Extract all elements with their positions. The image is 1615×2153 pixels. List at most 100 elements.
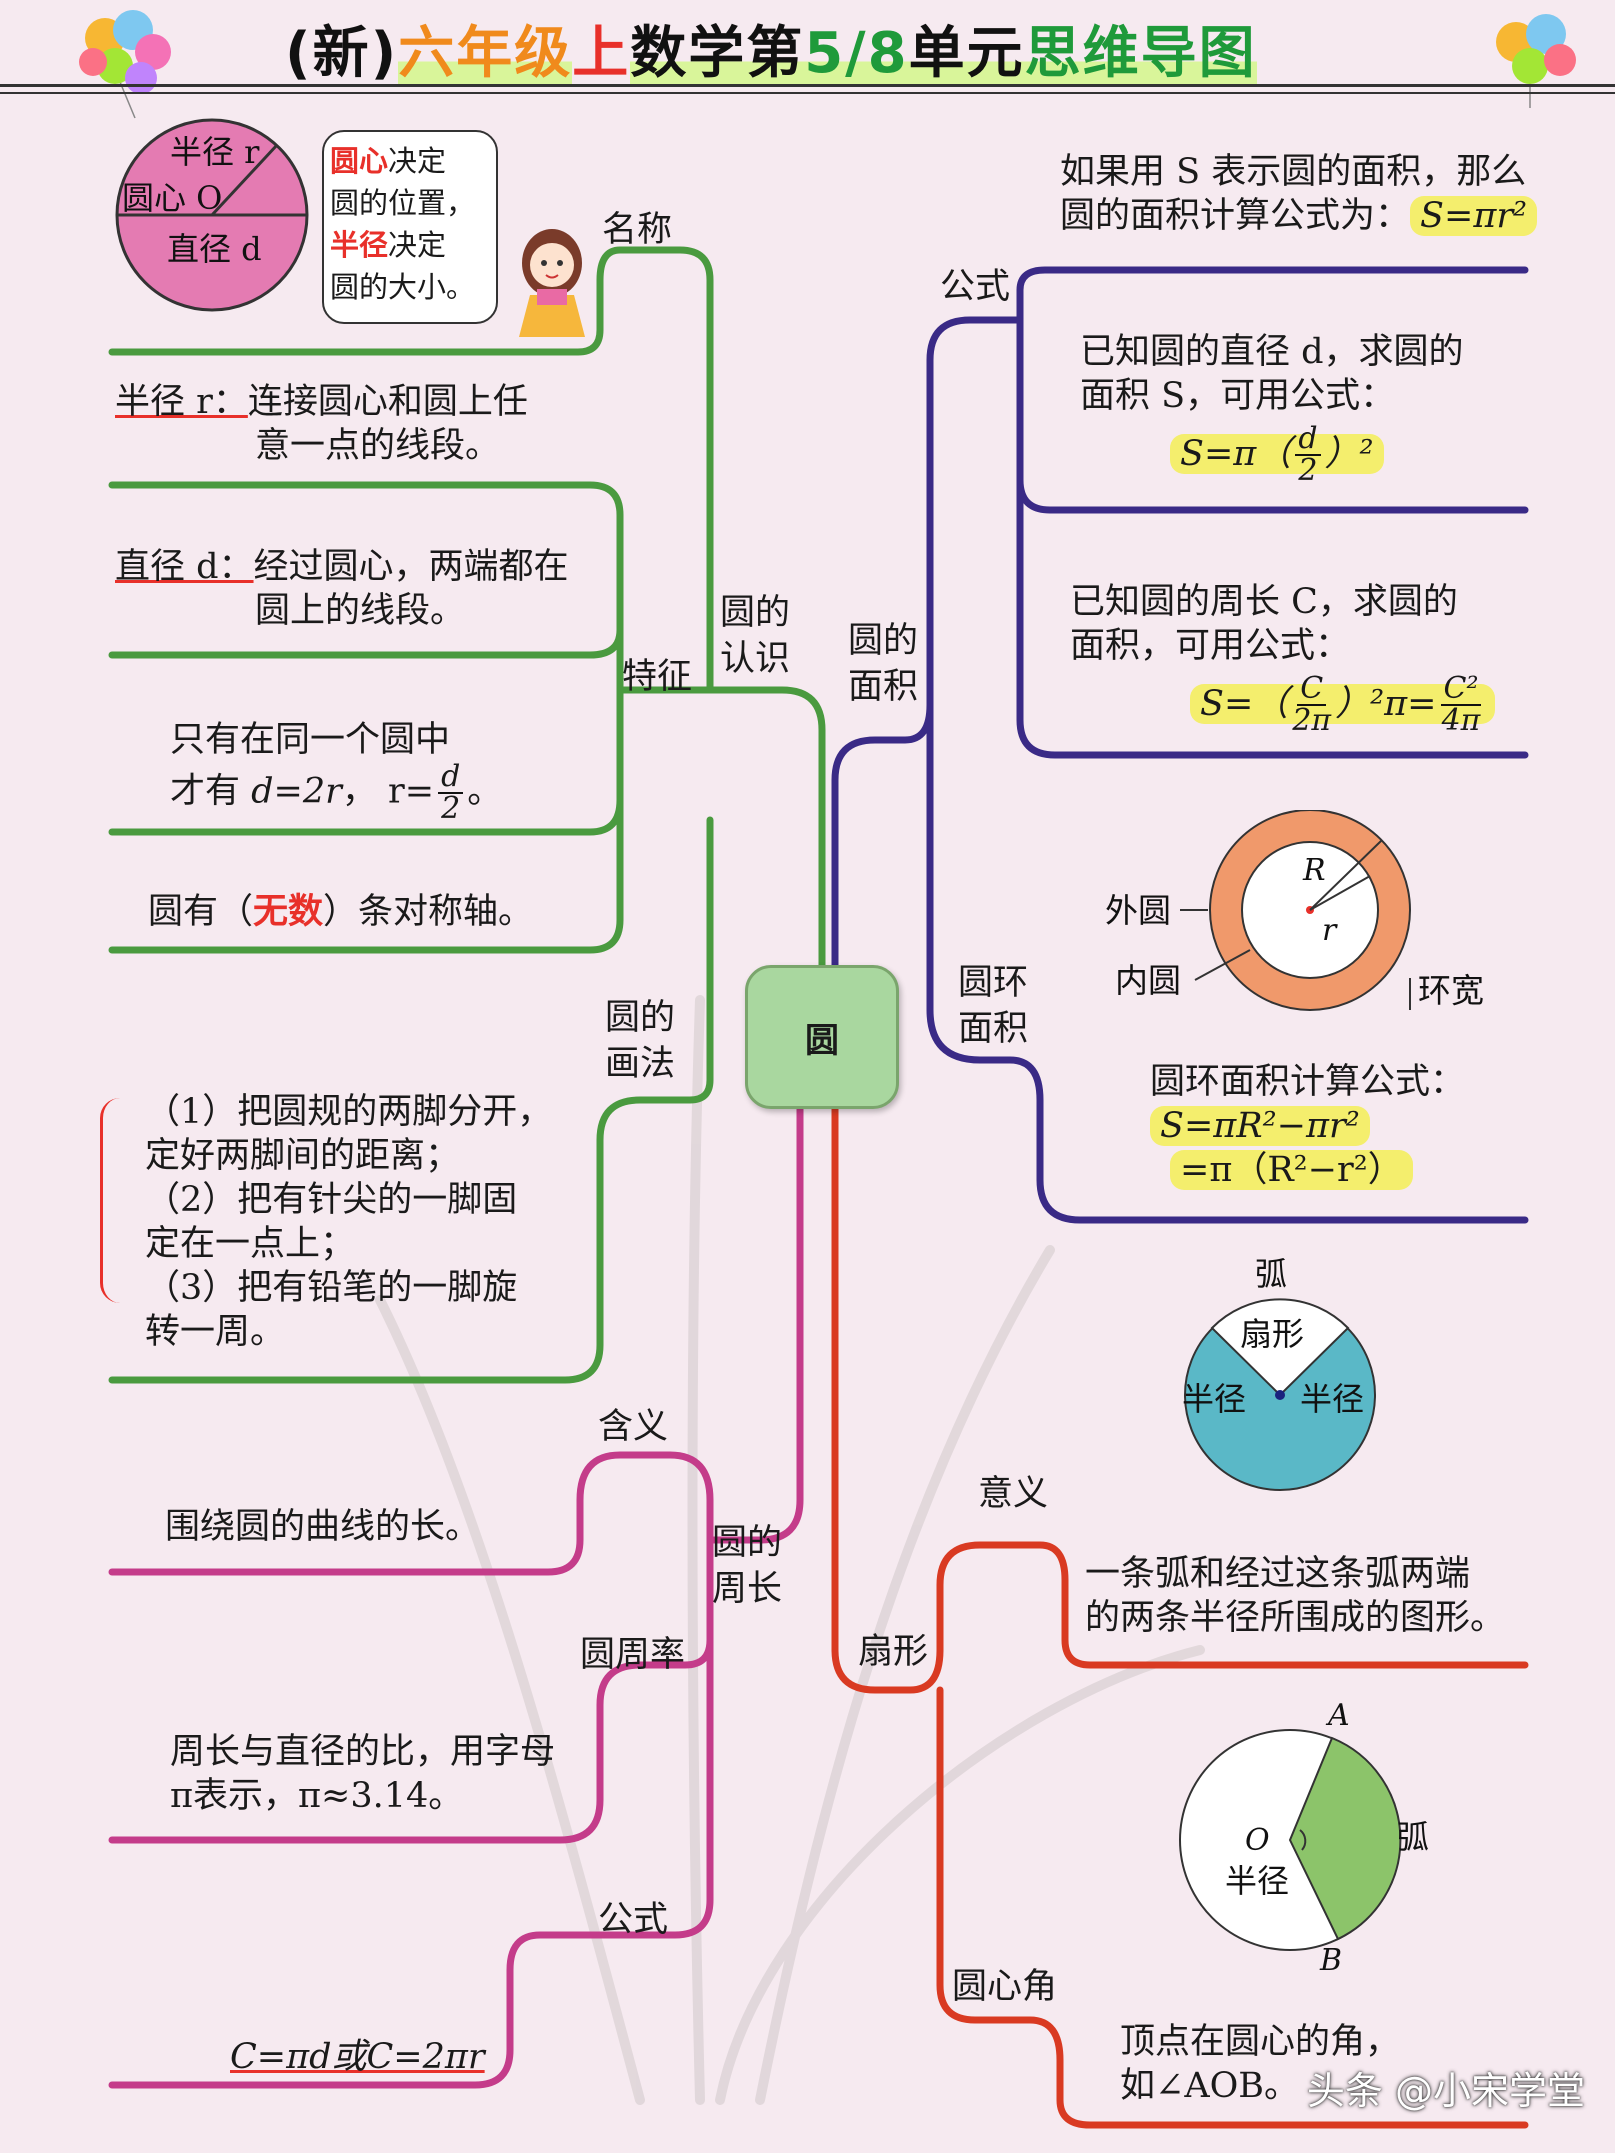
sector-figure: 弧 扇形 半径 半径 (1182, 1255, 1376, 1491)
circumference-meaning: 围绕圆的曲线的长。 (165, 1507, 481, 1547)
fraction-numerator: d (1295, 424, 1321, 456)
point-A-label: A (1325, 1698, 1350, 1733)
branch-label-circumference: 圆的 周长 (712, 1520, 782, 1612)
highlighted-formula: S=πr² (1410, 196, 1538, 236)
formula-line: 面积，可用公式： (1070, 626, 1351, 666)
sector-radius-label: 半径 (1300, 1380, 1364, 1418)
circle-figure: 半径 r 圆心 O 直径 d (115, 118, 309, 312)
speech-bubble (322, 130, 498, 324)
fraction-numerator: C (1297, 674, 1327, 706)
pi-label: 圆周率 (580, 1635, 686, 1675)
feature-text: ）条对称轴。 (323, 892, 534, 932)
formula-part: ）²π= (1335, 683, 1437, 724)
branch-label-line: 圆的 (848, 621, 919, 661)
feature-formula: d=2r (251, 771, 342, 812)
handwritten-text: 圆心 (330, 144, 389, 178)
feature-2: 圆有（无数）条对称轴。 (148, 890, 533, 934)
speech-line: 决定 (388, 228, 447, 262)
handwritten-text: 半径 (330, 228, 389, 262)
feature-text: 才有 (170, 771, 252, 812)
feature-label: 特征 (622, 657, 693, 697)
fraction-numerator: d (438, 762, 464, 794)
branch-label-line: 圆的 (720, 593, 791, 633)
draw-step: （1）把圆规的两脚分开， (145, 1092, 553, 1132)
branch-label-area: 圆的 面积 (848, 618, 918, 710)
draw-step: （2）把有针尖的一脚固 (145, 1180, 518, 1220)
sector-name-label: 扇形 (1240, 1315, 1304, 1353)
draw-label-line: 圆的 (605, 998, 676, 1038)
feature-text: 。 (467, 771, 503, 812)
central-angle-label: 圆心角 (952, 1967, 1058, 2007)
feature-text: 圆有（ (148, 892, 254, 932)
diameter-definition: 直径 d：经过圆心，两端都在 圆上的线段。 (115, 545, 569, 633)
draw-steps: （1）把圆规的两脚分开， 定好两脚间的距离； （2）把有针尖的一脚固 定在一点上… (145, 1090, 552, 1354)
watermark: 头条 @小宋学堂 (1306, 2069, 1585, 2113)
fraction-denominator: 4π (1441, 703, 1481, 738)
name-label: 名称 (602, 210, 673, 250)
center-node: 圆 (745, 965, 899, 1109)
meaning-line: 的两条半径所围成的图形。 (1085, 1598, 1506, 1638)
title-part: 思维导图 (1024, 21, 1257, 86)
sector-arc-label: 弧 (1255, 1255, 1287, 1293)
speech-text: 圆心决定 圆的位置， 半径决定 圆的大小。 (330, 140, 475, 308)
area-formula-label: 公式 (940, 267, 1011, 307)
girl-cartoon-icon (519, 229, 585, 337)
formula-part: S=（ (1200, 683, 1289, 724)
balloons-left-icon (79, 10, 171, 119)
feature-text: ， r= (341, 771, 435, 812)
title-part: 单元 (908, 21, 1025, 86)
title-part: 上 (572, 21, 631, 86)
formula-line: 已知圆的周长 C，求圆的 (1070, 582, 1458, 622)
pi-line: 周长与直径的比，用字母 (170, 1732, 556, 1772)
title-part: (新) (285, 21, 399, 86)
formula-label: 公式 (598, 1900, 669, 1940)
speech-line: 圆的位置， (330, 186, 476, 220)
ring-width-label: 环宽 (1418, 971, 1484, 1010)
radius-label: 半径 (1225, 1862, 1289, 1900)
title-part: 数学第 (630, 21, 805, 86)
branch-label-line: 面积 (848, 667, 919, 707)
sector-meaning: 一条弧和经过这条弧两端 的两条半径所围成的图形。 (1085, 1552, 1505, 1640)
radius-term: 半径 r： (115, 382, 248, 422)
point-O-label: O (1245, 1823, 1270, 1858)
feature-line: 只有在同一个圆中 (170, 720, 451, 760)
branch-label-line: 认识 (720, 639, 791, 679)
formula-line: 已知圆的直径 d，求圆的 (1080, 332, 1464, 372)
ring-formula-title: 圆环面积计算公式： (1150, 1062, 1466, 1102)
ring-label-line: 圆环 (958, 963, 1029, 1003)
angle-line: 顶点在圆心的角， (1120, 2022, 1401, 2062)
formula-line: 圆的面积计算公式为： (1060, 196, 1411, 236)
title-rule (0, 84, 1615, 87)
ring-r-label: r (1322, 913, 1338, 948)
meaning-line: 一条弧和经过这条弧两端 (1085, 1554, 1471, 1594)
branch-label-sector: 扇形 (858, 1632, 929, 1672)
formula-line: 面积 S，可用公式： (1080, 376, 1396, 416)
speech-line: 决定 (388, 144, 447, 178)
title-bar: (新)六年级上数学第5/8单元思维导图 (0, 0, 1615, 119)
fraction-denominator: 2π (1292, 703, 1332, 738)
meaning-label: 含义 (598, 1407, 669, 1447)
speech-line: 圆的大小。 (330, 270, 476, 304)
draw-step: 转一周。 (145, 1312, 286, 1352)
title-rule (0, 92, 1615, 94)
radius-definition: 半径 r：连接圆心和圆上任 意一点的线段。 (115, 380, 528, 468)
pi-line: π表示，π≈3.14。 (170, 1776, 464, 1816)
ring-formula: 圆环面积计算公式： S=πR²−πr² =π（R²−r²） (1150, 1060, 1465, 1192)
handwritten-text: 无数 (253, 891, 324, 932)
sector-meaning-label: 意义 (978, 1474, 1049, 1514)
area-formula-1: 如果用 S 表示圆的面积，那么 圆的面积计算公式为：S=πr² (1060, 150, 1538, 238)
definition-line: 圆上的线段。 (255, 591, 466, 631)
circle-center-label: 圆心 O (122, 179, 222, 217)
definition-line: 意一点的线段。 (255, 426, 501, 466)
draw-step: （3）把有铅笔的一脚旋 (145, 1268, 518, 1308)
angle-line: 如∠AOB。 (1120, 2066, 1300, 2106)
diameter-term: 直径 d： (115, 547, 254, 587)
draw-label-line: 画法 (605, 1044, 676, 1084)
